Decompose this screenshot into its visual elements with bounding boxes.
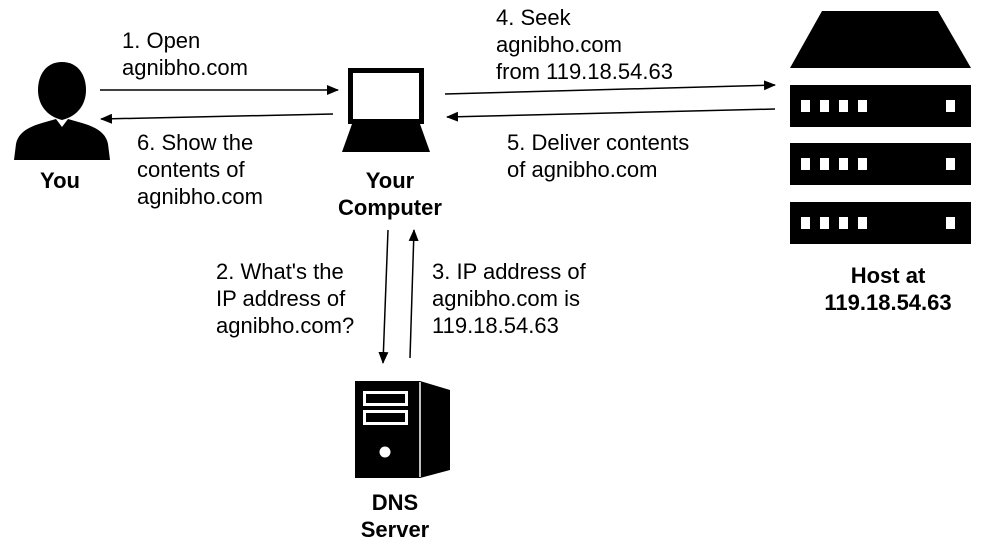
node-label-you: You — [40, 168, 80, 193]
person-icon — [14, 62, 110, 160]
server-rack-icon — [790, 11, 971, 244]
arrow-step-5 — [446, 108, 776, 122]
step-3-label: 3. IP address of agnibho.com is 119.18.5… — [432, 259, 586, 338]
laptop-icon — [342, 68, 430, 152]
node-label-dns: DNS Server — [360, 490, 430, 542]
arrow-step-3 — [408, 229, 419, 359]
arrow-step-6 — [100, 113, 334, 124]
arrow-step-2 — [378, 229, 389, 364]
arrow-step-4 — [444, 80, 776, 95]
step-4-label: 4. Seek agnibho.com from 119.18.54.63 — [496, 5, 673, 84]
node-label-host: Host at 119.18.54.63 — [824, 263, 952, 315]
step-6-label: 6. Show the contents of agnibho.com — [137, 130, 263, 209]
step-1-label: 1. Open agnibho.com — [122, 28, 248, 80]
node-label-computer: Your Computer — [338, 168, 442, 220]
step-2-label: 2. What's the IP address of agnibho.com? — [216, 259, 355, 338]
step-5-label: 5. Deliver contents of agnibho.com — [507, 130, 690, 182]
server-tower-icon — [355, 381, 450, 478]
